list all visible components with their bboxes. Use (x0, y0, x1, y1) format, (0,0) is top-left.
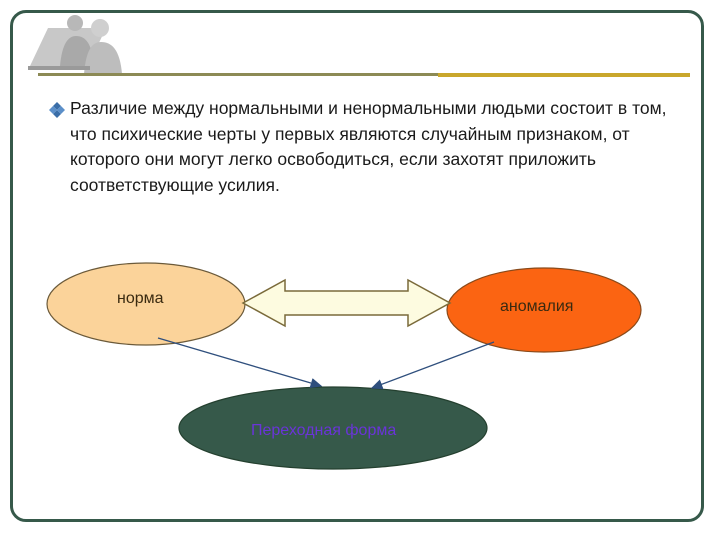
title-rule (38, 73, 690, 77)
diamond-bullet-icon (49, 102, 65, 118)
double-arrow (241, 278, 452, 328)
arrow-anomaly-to-transition (370, 341, 495, 390)
paragraph-text: Различие между нормальными и ненормальны… (70, 98, 667, 195)
business-people-silhouette-icon (28, 15, 122, 74)
norm-label: норма (117, 290, 164, 307)
transition-node (178, 386, 488, 470)
anomaly-node (446, 267, 642, 353)
transition-label: Переходная форма (251, 422, 397, 439)
anomaly-label: аномалия (500, 298, 574, 315)
arrow-norm-to-transition (157, 337, 323, 389)
slide-frame (10, 10, 704, 522)
